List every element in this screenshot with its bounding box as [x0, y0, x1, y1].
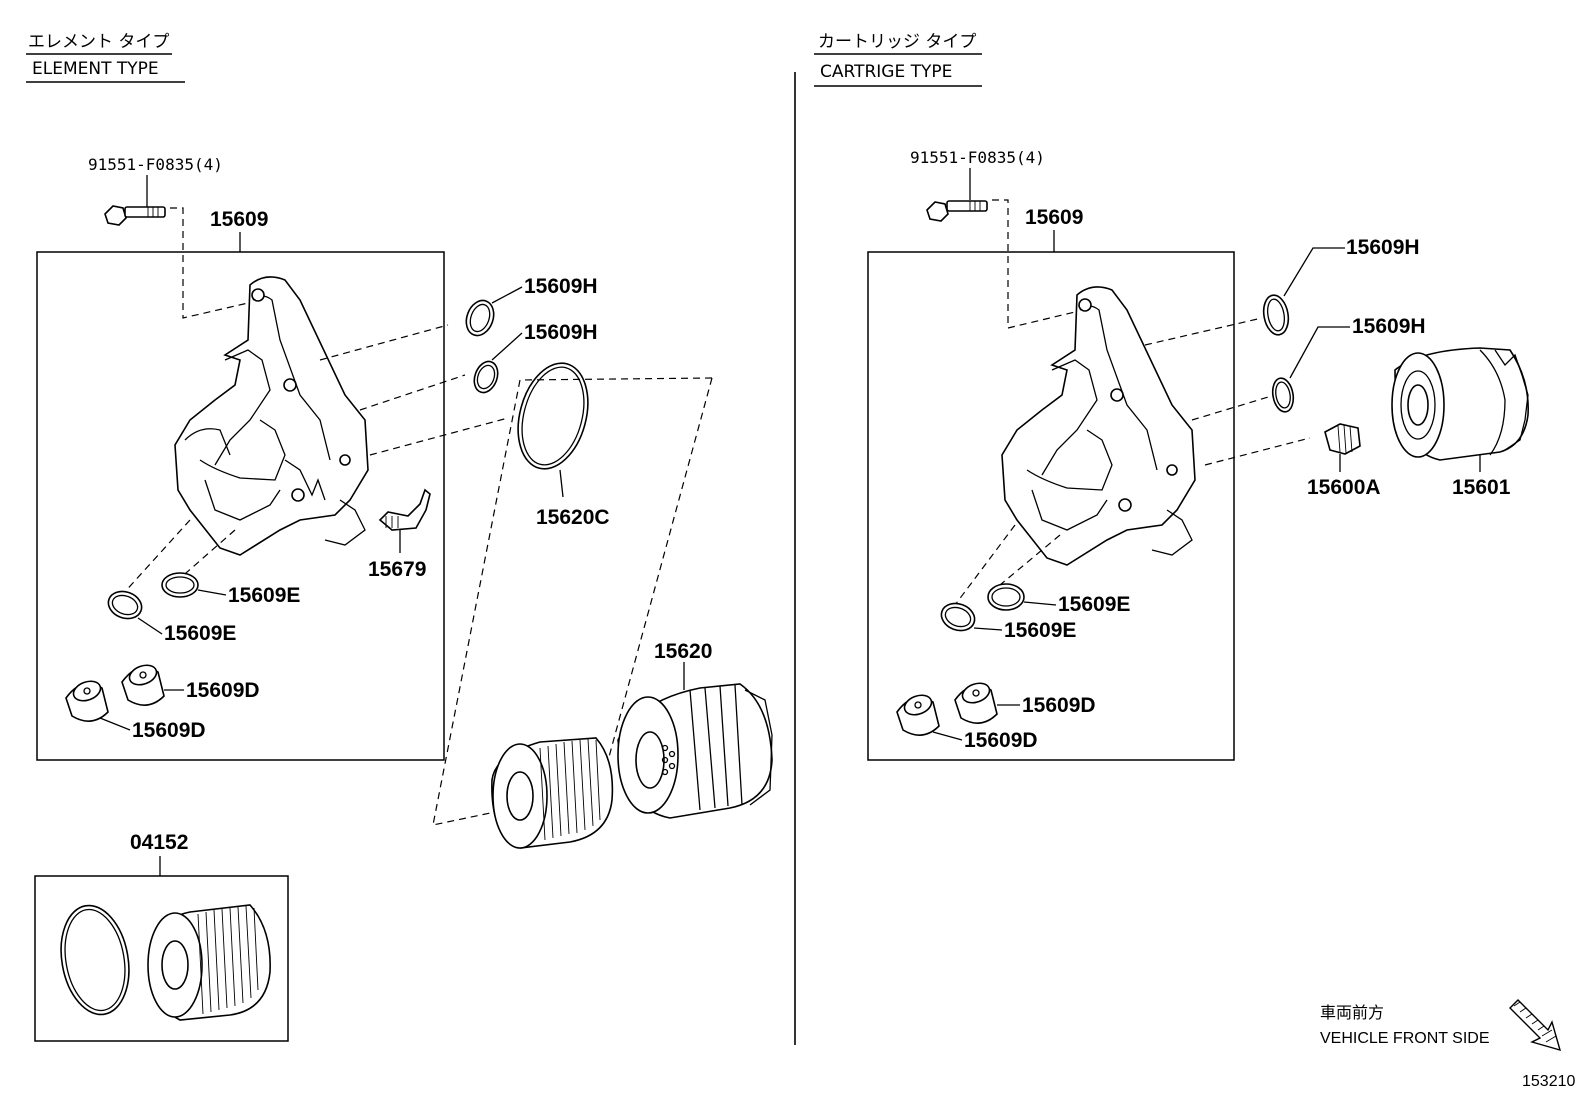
- direction-label: VEHICLE FRONT SIDE: [1320, 1030, 1490, 1047]
- plug-d2-left: [65, 680, 109, 722]
- label-oring-h2-right: 15609H: [1352, 315, 1426, 338]
- label-union-15600a: 15600A: [1307, 476, 1381, 499]
- housing-group-box-right: [867, 251, 1235, 761]
- header-element-type: ELEMENT TYPE: [32, 59, 159, 79]
- label-plug-d1-left: 15609D: [186, 679, 260, 702]
- bolt-right: 91551-F0835(4): [910, 148, 1045, 222]
- oring-e1-left: [161, 572, 199, 598]
- direction-label-jp: 車両前方: [1320, 1004, 1384, 1022]
- label-oring-e2-left: 15609E: [164, 622, 236, 645]
- label-oring-e2-right: 15609E: [1004, 619, 1076, 642]
- label-oring-e1-right: 15609E: [1058, 593, 1130, 616]
- label-oring-h1-right: 15609H: [1346, 236, 1420, 259]
- gasket-15620c: [517, 362, 589, 470]
- housing-group-box-left: [36, 251, 445, 761]
- label-gasket-15620c: 15620C: [536, 506, 610, 529]
- union-15600a: [1324, 423, 1361, 455]
- oring-h1-right: [1262, 294, 1290, 336]
- oring-e2-left: [107, 590, 143, 620]
- label-bolt-right: 91551-F0835(4): [910, 148, 1045, 167]
- filter-element-left: [491, 737, 614, 849]
- kit-group-box: [34, 875, 289, 1042]
- oring-e1-right: [987, 583, 1025, 611]
- bolt-left: 91551-F0835(4): [88, 155, 223, 226]
- filter-cap-15620: [617, 683, 773, 819]
- kit-oring: [60, 904, 130, 1016]
- label-plug-d2-left: 15609D: [132, 719, 206, 742]
- oring-h2-right: [1271, 377, 1295, 413]
- label-plug-d1-right: 15609D: [1022, 694, 1096, 717]
- label-oring-e1-left: 15609E: [228, 584, 300, 607]
- kit-filter-element: [147, 904, 271, 1021]
- oring-h2-left: [473, 360, 499, 394]
- label-bolt-left: 91551-F0835(4): [88, 155, 223, 174]
- label-clip-15679: 15679: [368, 558, 426, 581]
- label-filter-cap-15620: 15620: [654, 640, 712, 663]
- oring-h1-left: [465, 299, 495, 337]
- header-element-type-jp: エレメント タイプ: [28, 32, 169, 52]
- label-plug-d2-right: 15609D: [964, 729, 1038, 752]
- oil-filter-housing-left: [174, 276, 369, 556]
- clip-15679: [378, 488, 431, 531]
- label-oil-filter-15601: 15601: [1452, 476, 1511, 499]
- label-housing-left: 15609: [210, 208, 268, 231]
- header-cartridge-type: CARTRIGE TYPE: [820, 62, 952, 82]
- plug-d1-right: [954, 682, 998, 724]
- oil-filter-15601: [1391, 347, 1529, 461]
- vehicle-front-arrow-icon: [1509, 999, 1562, 1052]
- label-housing-right: 15609: [1025, 206, 1083, 229]
- label-oring-h2-left: 15609H: [524, 321, 598, 344]
- oring-e2-right: [940, 602, 976, 632]
- plug-d1-left: [121, 664, 165, 706]
- plug-d2-right: [896, 694, 940, 736]
- header-cartridge-type-jp: カートリッジ タイプ: [818, 32, 976, 52]
- oil-filter-housing-right: [1001, 286, 1196, 566]
- label-kit-04152: 04152: [130, 831, 188, 854]
- label-oring-h1-left: 15609H: [524, 275, 598, 298]
- diagram-code: 153210: [1522, 1073, 1575, 1090]
